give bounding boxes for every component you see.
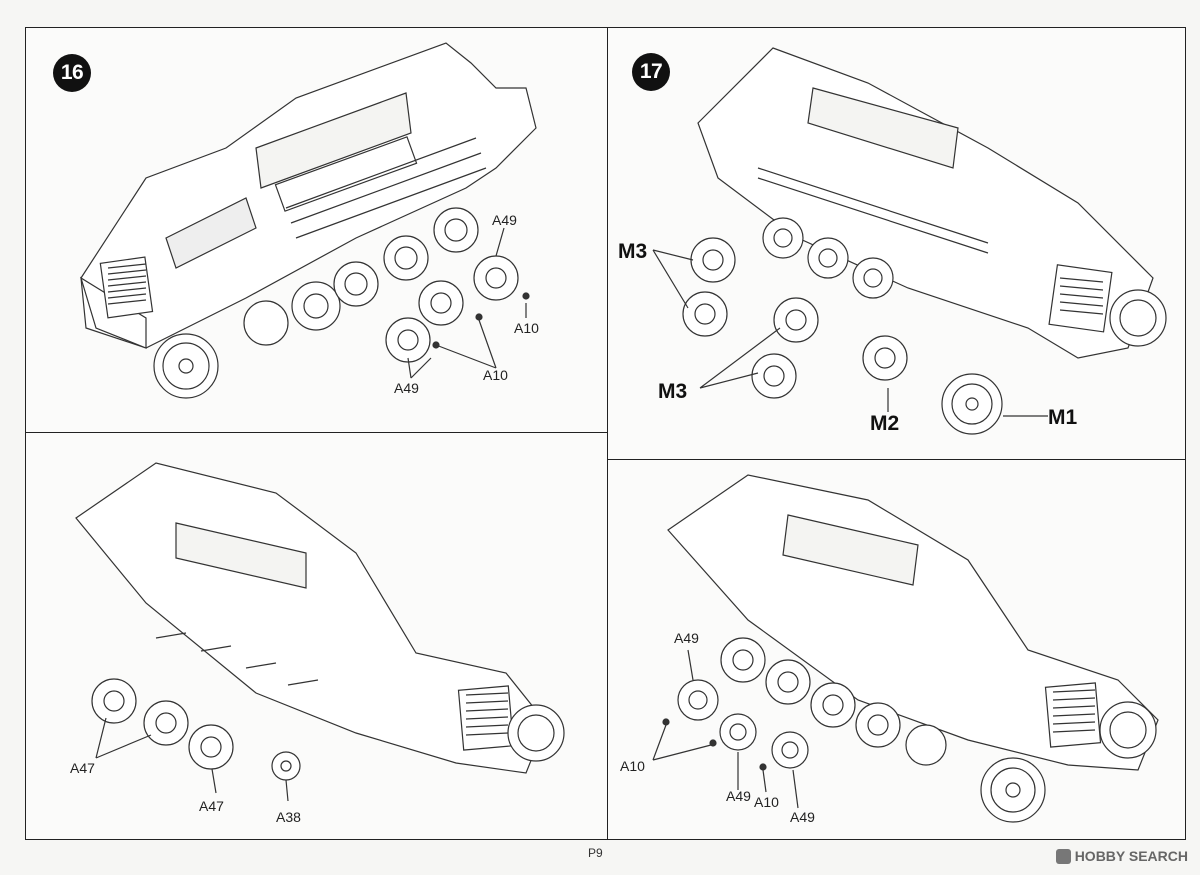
label-a49-middle: A49: [726, 788, 751, 804]
label-a10-lower: A10: [483, 367, 508, 383]
watermark-text: HOBBY SEARCH: [1074, 848, 1188, 864]
label-a49-right: A49: [790, 809, 815, 825]
panel-bottom-left: A47 A47 A38: [25, 432, 608, 840]
panel-bottom-right: A49 A10 A49 A10 A49: [607, 459, 1186, 840]
label-m3-upper: M3: [618, 240, 648, 263]
label-a38: A38: [276, 809, 301, 825]
step-17-badge: 17: [632, 53, 670, 91]
label-a49-top: A49: [674, 630, 699, 646]
label-a10-left: A10: [620, 758, 645, 774]
halftrack-drawing-step-17: [652, 47, 1167, 435]
label-a47-left: A47: [70, 760, 95, 776]
label-a47-middle: A47: [199, 798, 224, 814]
panel-step-16: 16: [25, 27, 608, 433]
label-a49-top: A49: [492, 212, 517, 228]
label-m2: M2: [870, 412, 900, 435]
step-16-badge: 16: [53, 54, 91, 92]
label-m1: M1: [1048, 406, 1078, 429]
hobby-search-logo-icon: [1055, 848, 1071, 864]
panel-step-17: 17: [607, 27, 1186, 460]
halftrack-drawing-step-16: [79, 42, 537, 399]
label-a10-middle: A10: [754, 794, 779, 810]
page-number: P9: [588, 846, 603, 860]
label-a49-lower: A49: [394, 380, 419, 396]
label-a10-right: A10: [514, 320, 539, 336]
label-m3-lower: M3: [658, 380, 688, 403]
watermark: HOBBY SEARCH: [1055, 848, 1188, 864]
halftrack-drawing-bottom-left: [75, 462, 565, 802]
halftrack-drawing-bottom-right: [652, 474, 1159, 823]
